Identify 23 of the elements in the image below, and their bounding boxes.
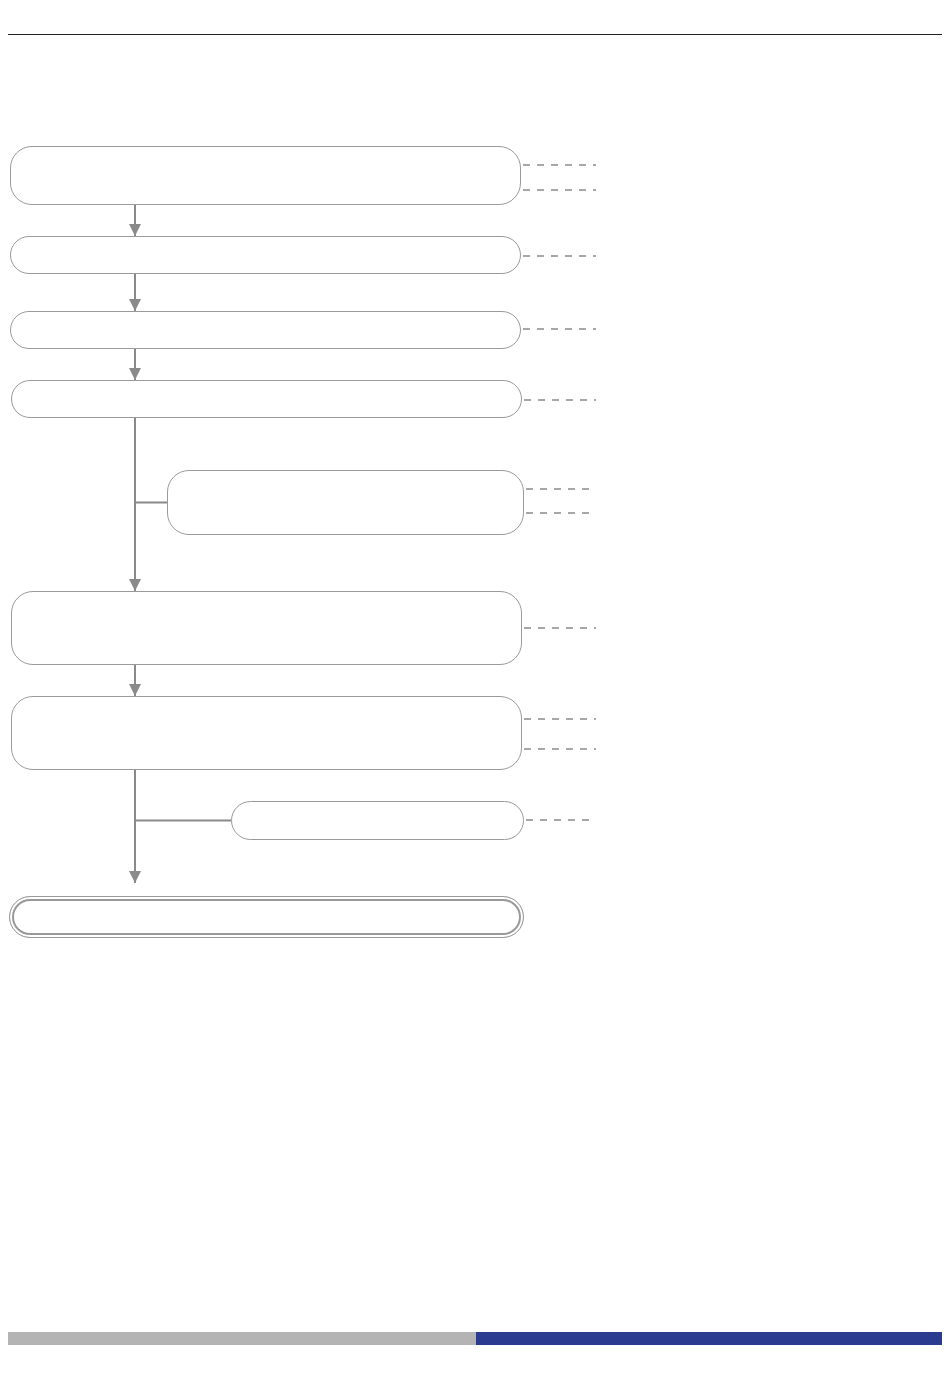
process-box	[10, 311, 521, 349]
leader-line	[522, 189, 597, 191]
leader-line	[523, 627, 597, 629]
arrow	[129, 204, 141, 237]
process-box	[11, 380, 522, 418]
end-box	[9, 896, 524, 938]
leader-line	[522, 328, 597, 330]
leader-line	[523, 748, 597, 750]
process-box	[11, 696, 522, 770]
process-box	[231, 801, 524, 840]
process-box	[11, 591, 522, 665]
process-box	[10, 146, 521, 205]
arrow	[129, 348, 141, 381]
leader-line	[522, 164, 597, 166]
arrow	[129, 417, 141, 592]
leader-line	[522, 255, 597, 257]
process-box	[10, 236, 521, 274]
arrow	[129, 273, 141, 312]
leader-line	[523, 718, 597, 720]
leader-line	[523, 399, 597, 401]
arrow	[129, 769, 141, 884]
process-box	[167, 470, 524, 535]
arrow	[129, 664, 141, 697]
